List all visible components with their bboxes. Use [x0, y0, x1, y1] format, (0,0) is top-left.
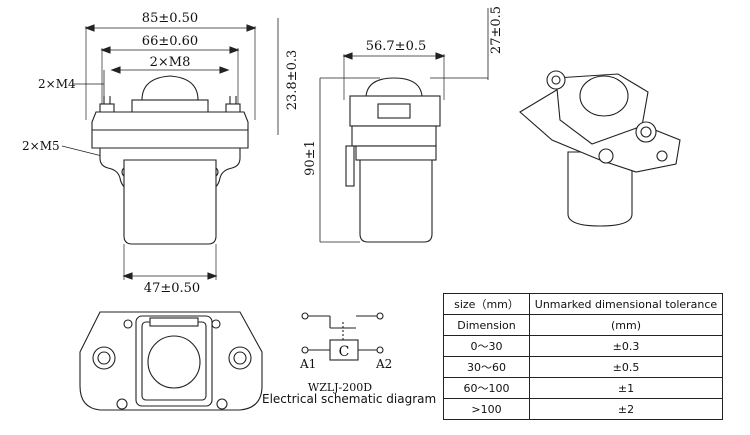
header-unit: (mm)	[529, 314, 723, 336]
table-row: >100 ±2	[443, 398, 723, 420]
header-size: size（mm）	[443, 293, 530, 315]
dim-side-width: 56.7±0.5	[366, 39, 427, 54]
dim-mount-spacing: 66±0.60	[142, 34, 198, 49]
terminal-a1: A1	[299, 357, 316, 371]
coil-label: C	[339, 344, 350, 360]
table-row: 30～60 ±0.5	[443, 356, 723, 378]
side-view: 56.7±0.5 27±0.5 90±1	[303, 6, 504, 243]
tolerance-table: size（mm） Unmarked dimensional tolerance …	[443, 293, 723, 420]
terminal-a2: A2	[375, 357, 392, 371]
row-range: >100	[443, 398, 530, 420]
table-row: 0～30 ±0.3	[443, 335, 723, 357]
dim-cap-height: 27±0.5	[489, 6, 504, 54]
schematic-caption: Electrical schematic diagram	[262, 392, 437, 406]
iso-view	[519, 70, 681, 227]
row-range: 60～100	[443, 377, 530, 399]
dim-coil-width: 47±0.50	[144, 281, 200, 296]
row-tolerance: ±2	[529, 398, 723, 420]
dim-top-height: 23.8±0.3	[285, 50, 300, 111]
model-number: WZLJ-200D	[308, 381, 372, 394]
dim-total-height: 90±1	[303, 140, 318, 176]
schematic-symbol: C A1 A2 WZLJ-200D	[299, 312, 392, 394]
label-small-terminal: 2×M4	[38, 77, 76, 91]
row-range: 0～30	[443, 335, 530, 357]
bottom-view	[79, 311, 263, 411]
dim-overall-width: 85±0.50	[142, 11, 198, 26]
table-row: 60～100 ±1	[443, 377, 723, 399]
header-tolerance: Unmarked dimensional tolerance	[529, 293, 723, 315]
dim-terminal-spacing: 2×M8	[150, 55, 191, 70]
row-tolerance: ±1	[529, 377, 723, 399]
row-tolerance: ±0.5	[529, 356, 723, 378]
header-dimension: Dimension	[443, 314, 530, 336]
front-view: 85±0.50 66±0.60 2×M8 2×M4 2×M5	[22, 11, 300, 296]
table-header-row-2: Dimension (mm)	[443, 314, 723, 336]
table-header-row: size（mm） Unmarked dimensional tolerance	[443, 293, 723, 315]
row-tolerance: ±0.3	[529, 335, 723, 357]
label-mount-holes: 2×M5	[22, 139, 60, 153]
row-range: 30～60	[443, 356, 530, 378]
